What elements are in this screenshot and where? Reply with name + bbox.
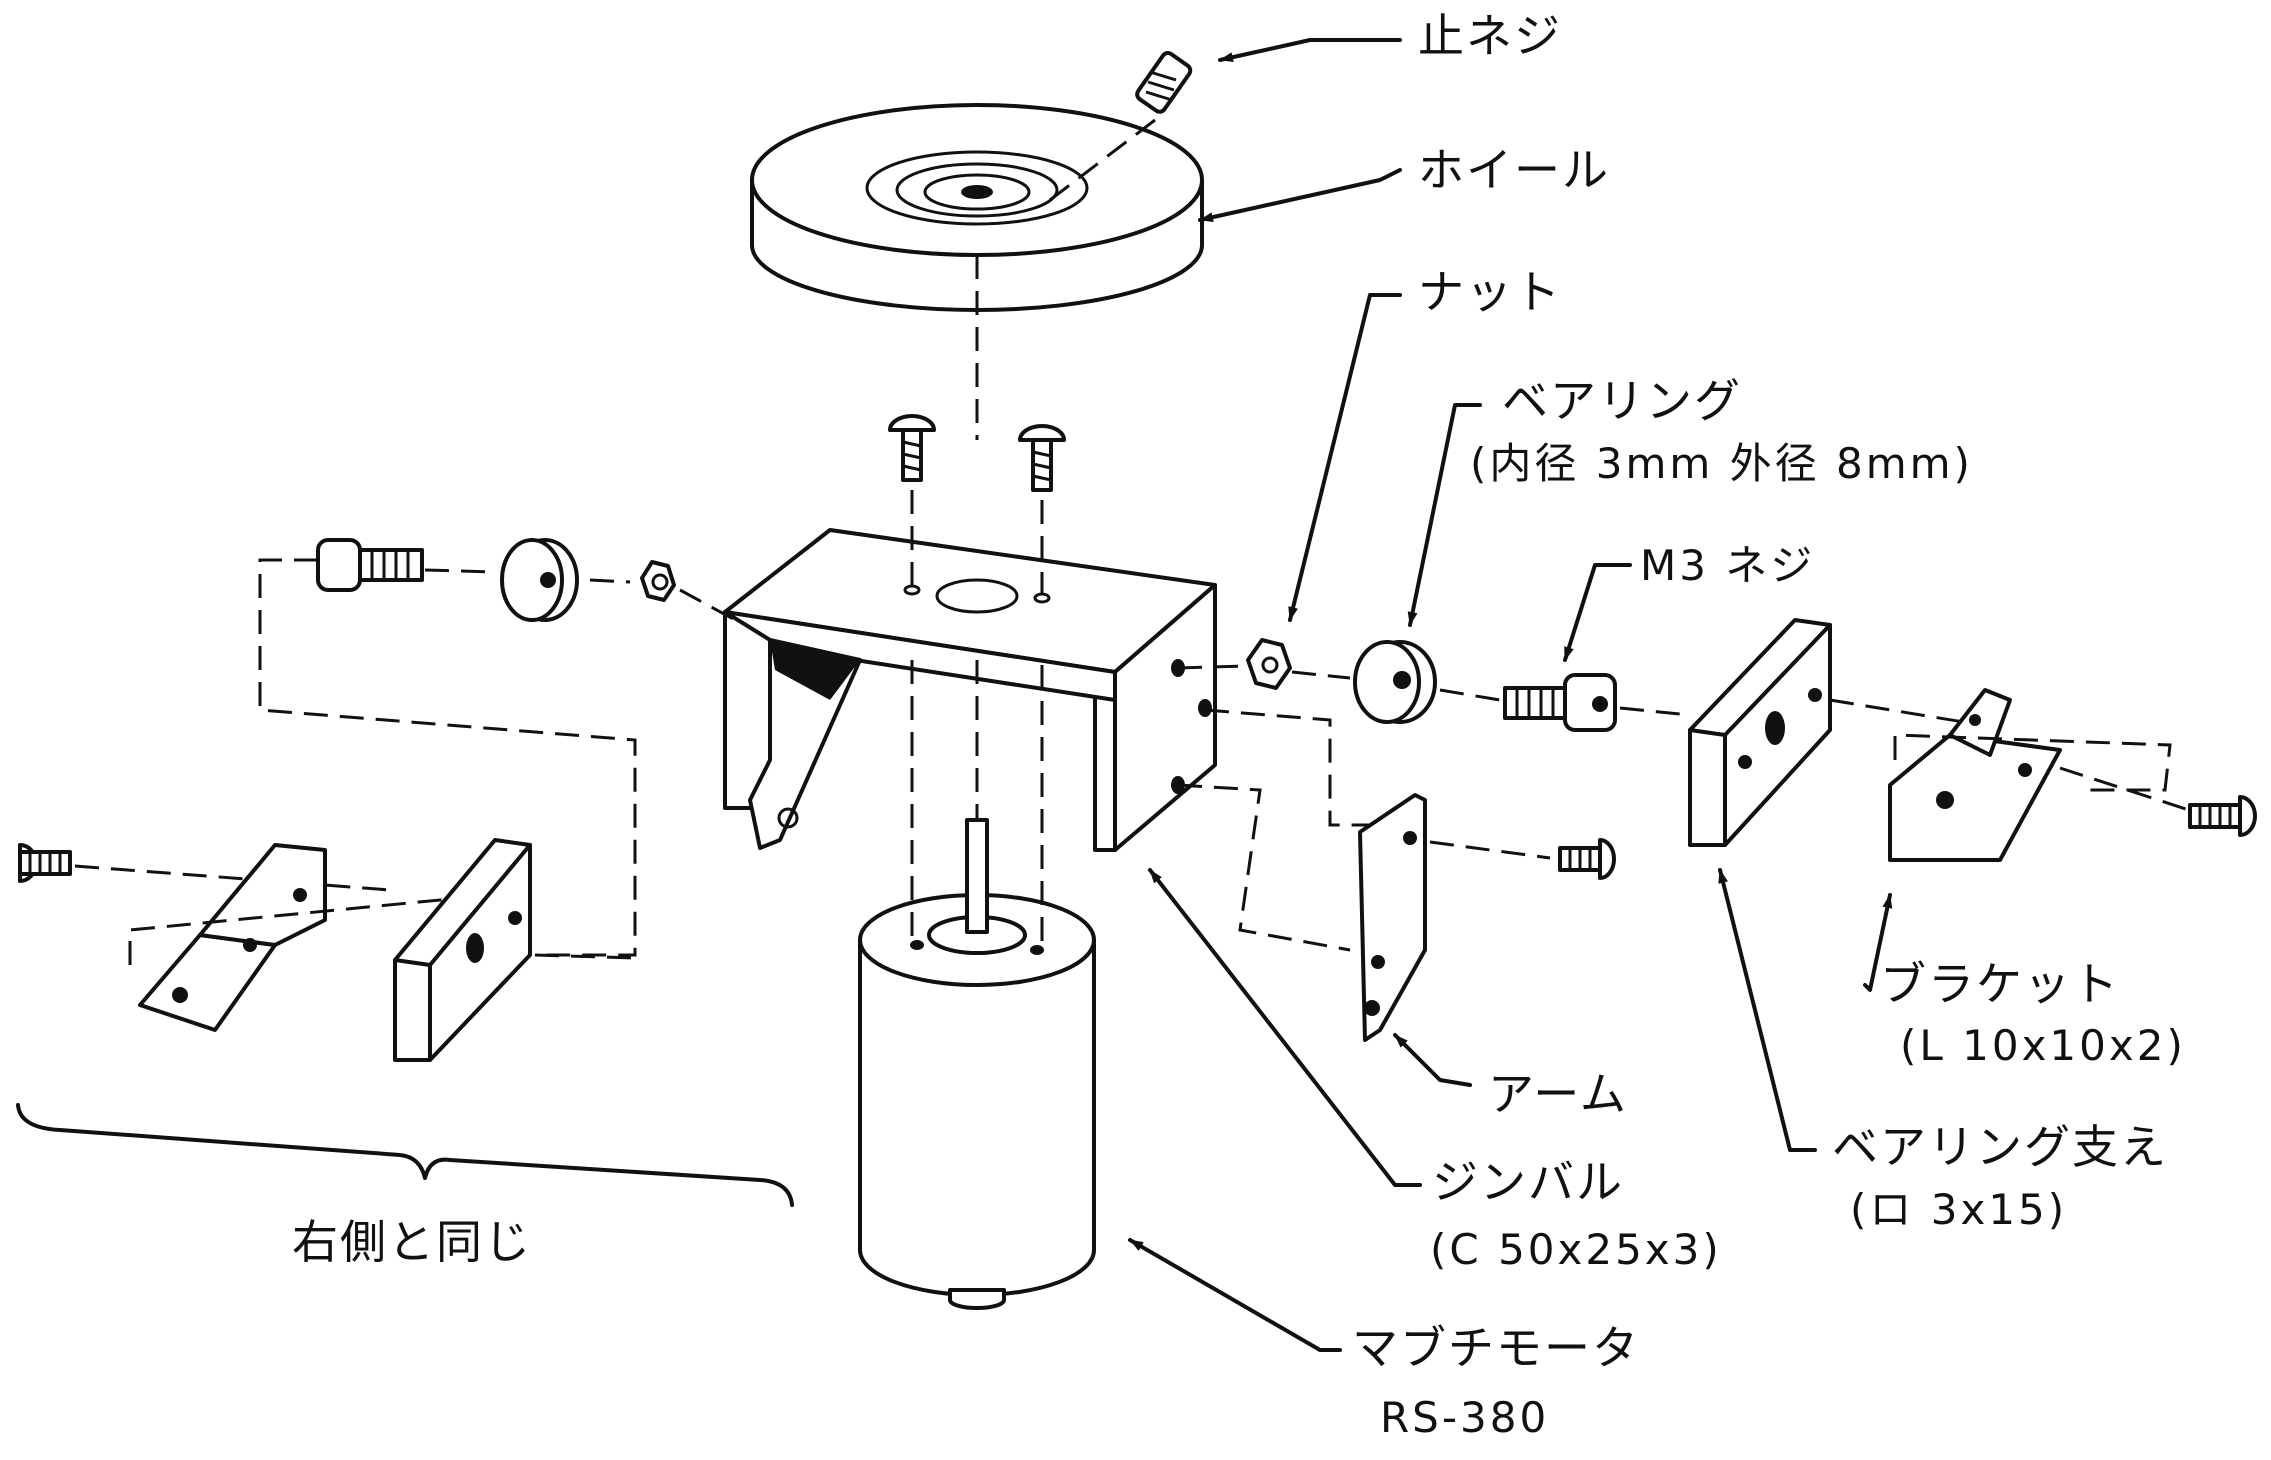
label-gimbal-spec: (C 50x25x3): [1430, 1225, 1722, 1274]
label-bearing: ベアリング: [1502, 374, 1742, 428]
label-bracket-spec: (L 10x10x2): [1900, 1021, 2186, 1070]
label-bracket: ブラケット: [1880, 957, 2120, 1011]
label-wheel: ホイール: [1418, 143, 1610, 197]
left-bracket: [138, 843, 327, 1032]
arm: [1358, 793, 1427, 1042]
label-same-as-right: 右側と同じ: [292, 1215, 532, 1269]
right-bearing: [1353, 640, 1437, 724]
label-nut: ナット: [1418, 265, 1562, 319]
label-arm: アーム: [1488, 1067, 1628, 1121]
label-bearing-support: ベアリング支え: [1832, 1120, 2168, 1174]
left-nut: [640, 560, 676, 602]
right-nut: [1246, 638, 1292, 690]
left-bearing-support: [393, 838, 532, 1062]
label-motor: マブチモータ: [1352, 1321, 1640, 1375]
set-screw: [1135, 51, 1193, 114]
label-bearing-support-spec: (ロ 3x15): [1850, 1185, 2067, 1234]
left-bearing: [500, 538, 579, 622]
left-socket-screw: [316, 538, 424, 592]
motor: [858, 818, 1096, 1310]
left-pan-screw: [18, 843, 72, 883]
arm-screw: [1558, 838, 1616, 880]
labels: 止ネジ ホイール ナット ベアリング (内径 3mm 外径 8mm) M3 ネジ…: [292, 9, 2186, 1442]
label-gimbal: ジンバル: [1432, 1155, 1624, 1209]
gimbal-screws: [888, 414, 1066, 492]
label-motor-model: RS-380: [1380, 1393, 1549, 1442]
right-bearing-support: [1688, 618, 1832, 847]
label-m3-screw: M3 ネジ: [1640, 541, 1815, 590]
right-pan-screw: [2188, 795, 2257, 837]
wheel: [750, 103, 1204, 312]
label-bearing-spec: (内径 3mm 外径 8mm): [1470, 439, 1973, 488]
gimbal: [723, 528, 1217, 852]
label-set-screw: 止ネジ: [1418, 9, 1562, 63]
m3-screw: [1503, 673, 1617, 732]
leader-lines: [1128, 38, 1893, 1352]
